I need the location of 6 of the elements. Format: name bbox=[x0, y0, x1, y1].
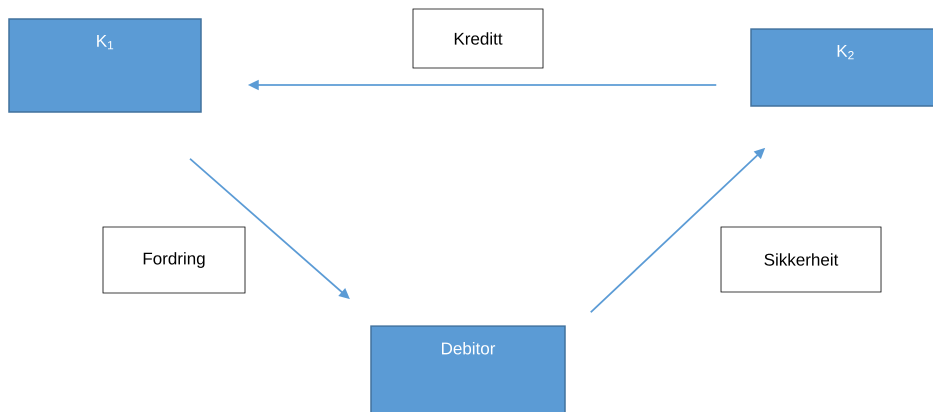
process-box: Debitor bbox=[370, 325, 566, 412]
process-box: K$_{1}$ bbox=[8, 18, 202, 113]
edge-label: Sikkerheit bbox=[720, 226, 882, 292]
edge-label: Kreditt bbox=[412, 8, 544, 68]
edge-label: Fordring bbox=[102, 226, 246, 294]
process-box: K$_{2}$ bbox=[750, 28, 933, 107]
